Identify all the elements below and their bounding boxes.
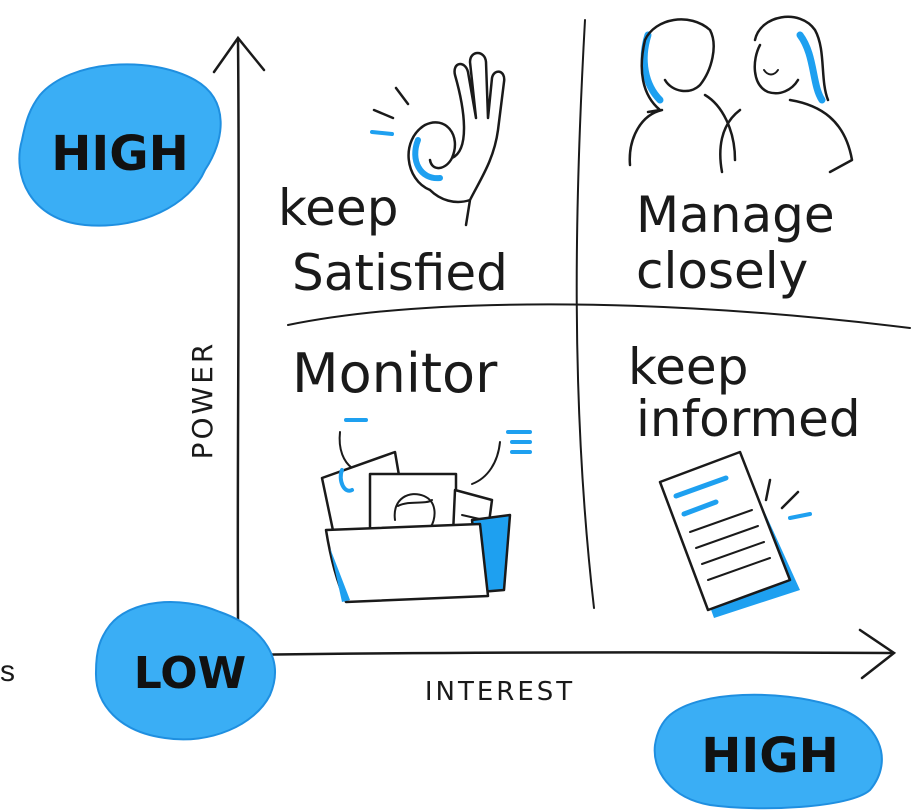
two-people-icon <box>628 15 854 174</box>
x-axis-arrow <box>858 628 897 680</box>
y-axis-line <box>236 38 240 622</box>
keep-informed-line1: keep <box>628 338 748 396</box>
interest-high-label: HIGH <box>701 728 839 784</box>
origin-low-blob <box>94 601 276 741</box>
origin-low-badge: LOW <box>94 601 276 741</box>
power-high-label: HIGH <box>51 126 189 182</box>
quadrant-keep-satisfied: keep Satisfied <box>278 51 508 302</box>
quadrant-dividers <box>287 19 911 609</box>
folder-icon <box>320 418 532 604</box>
axes <box>212 35 897 680</box>
quadrant-monitor: Monitor <box>292 342 532 604</box>
monitor-line1: Monitor <box>292 342 498 405</box>
x-axis-label: INTEREST <box>425 677 575 707</box>
power-high-badge: HIGH <box>18 63 222 227</box>
manage-closely-line1: Manage <box>636 186 835 244</box>
quadrant-manage-closely: Manage closely <box>628 15 854 300</box>
power-high-blob <box>18 63 222 227</box>
keep-informed-line2: informed <box>636 390 861 448</box>
y-axis-label: POWER <box>186 341 219 460</box>
edge-letter: s <box>0 655 15 688</box>
keep-satisfied-line1: keep <box>278 179 398 237</box>
document-icon <box>658 450 812 618</box>
vertical-divider <box>575 19 595 609</box>
interest-high-badge: HIGH <box>653 693 883 810</box>
y-axis-arrow <box>212 35 266 74</box>
ok-hand-icon <box>370 51 506 227</box>
horizontal-divider <box>287 303 911 329</box>
keep-satisfied-line2: Satisfied <box>292 244 508 302</box>
manage-closely-line2: closely <box>636 242 808 300</box>
origin-low-label: LOW <box>134 648 246 699</box>
quadrant-keep-informed: keep informed <box>628 338 861 618</box>
x-axis-line <box>238 651 894 657</box>
interest-high-blob <box>653 693 883 810</box>
